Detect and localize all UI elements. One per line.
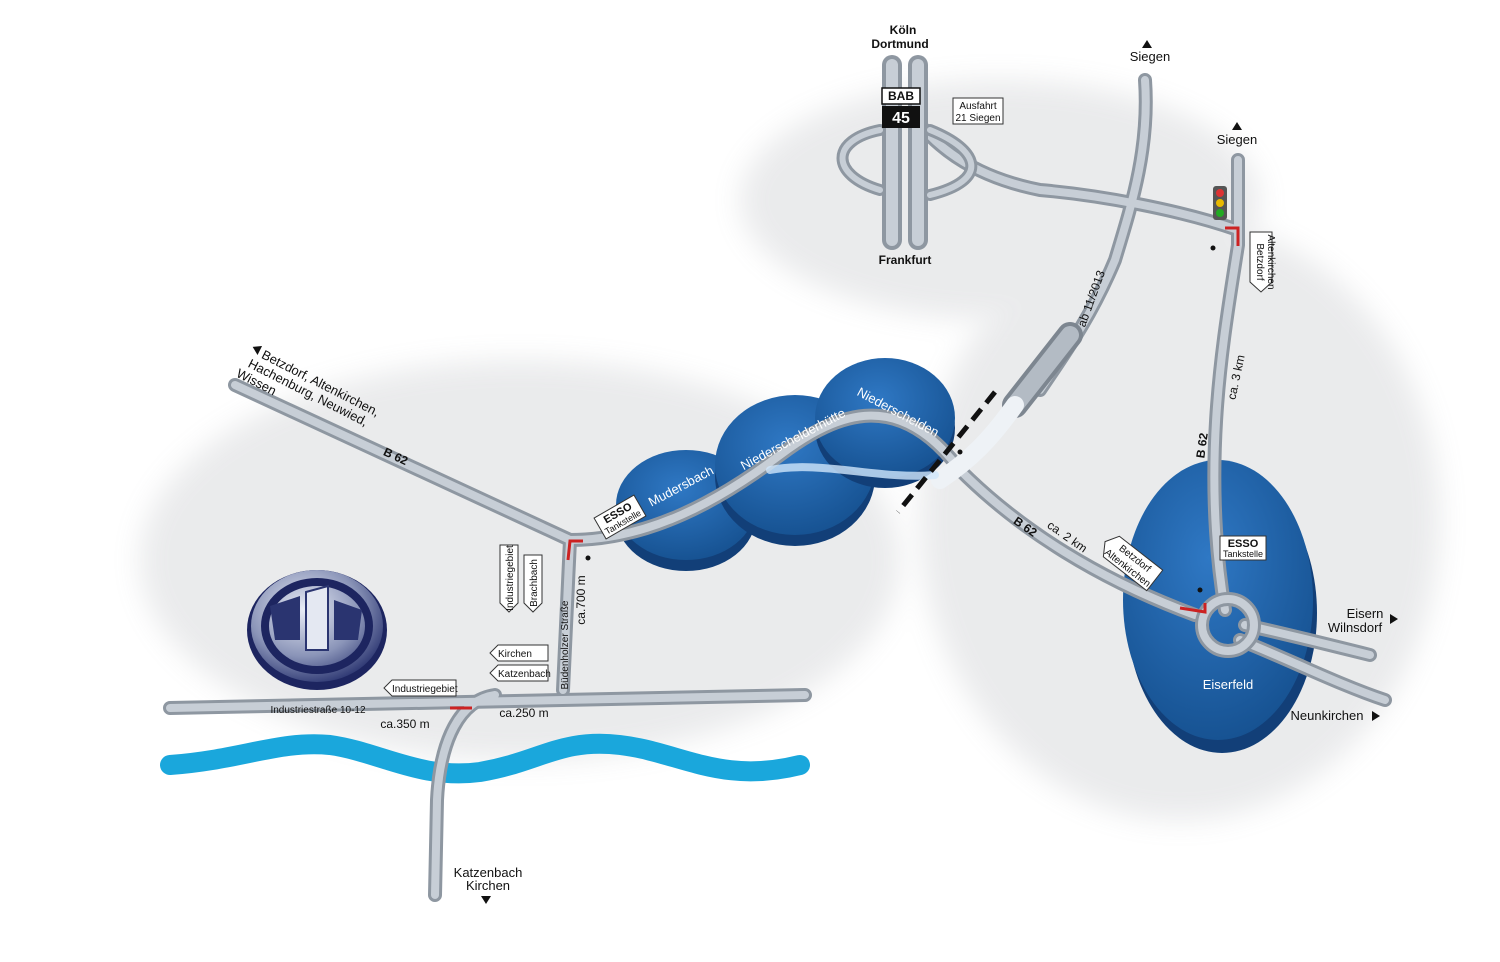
label-ca250m: ca.250 m (499, 706, 548, 720)
label-ca350m: ca.350 m (380, 717, 429, 731)
bab-45-sign: BAB 45 (881, 87, 921, 128)
neunkirchen-direction: Neunkirchen (1291, 708, 1380, 723)
traffic-light-icon (1213, 186, 1227, 220)
ausfahrt-sign: Ausfahrt 21 Siegen (952, 97, 1004, 125)
label-b62-right: B 62 (1193, 432, 1210, 459)
label-eisern: Eisern (1347, 606, 1384, 621)
label-katzenbach-bottom: Katzenbach (454, 865, 523, 880)
label-buedenholzer: Büdenholzer Straße (560, 600, 571, 689)
river (160, 733, 810, 784)
label-siegen-right: Siegen (1217, 132, 1257, 147)
siegen-top-direction: Siegen (1130, 40, 1170, 64)
sign-katzenbach: Katzenbach (489, 664, 551, 682)
label-siegen-top: Siegen (1130, 49, 1170, 64)
sign-brachbach-v: Brachbach (529, 559, 540, 607)
sign-katzenbach-text: Katzenbach (498, 669, 551, 680)
label-eiserfeld: Eiserfeld (1203, 677, 1254, 692)
sign-industriegebiet-vertical: Industriegebiet (499, 544, 519, 613)
bab-number: 45 (892, 110, 910, 127)
sign-betzdorf-right: Betzdorf Altenkirchen (1249, 231, 1276, 293)
siegen-right-direction: Siegen (1217, 122, 1257, 147)
sign-industriegebiet-horizontal: Industriegebiet (383, 679, 458, 697)
railway-crossing (896, 390, 997, 514)
route-arrows (450, 226, 1240, 710)
roundabout (1195, 592, 1261, 658)
arrow-left-icon (252, 346, 263, 355)
bab-label: BAB (888, 89, 914, 103)
label-industriestrasse: Industriestraße 10-12 (270, 705, 365, 716)
stream-highlight (766, 463, 939, 480)
sign-brachbach-vertical: Brachbach (523, 554, 543, 613)
arrow-down-icon (481, 896, 491, 904)
esso-right-1: ESSO (1228, 538, 1259, 550)
esso-sign-right: ESSO Tankstelle (1219, 535, 1267, 561)
ausfahrt-line2: 21 Siegen (955, 113, 1000, 124)
location-dots (585, 245, 1216, 593)
arrow-right-icon (1372, 711, 1380, 721)
arrow-right-icon (1390, 614, 1398, 624)
sign-betzdorf-right-1: Betzdorf (1254, 243, 1265, 280)
label-neunkirchen: Neunkirchen (1291, 708, 1364, 723)
label-kirchen-bottom: Kirchen (466, 878, 510, 893)
sign-industriegebiet-h: Industriegebiet (392, 684, 458, 695)
company-logo (247, 570, 387, 690)
katzenbach-direction: Katzenbach Kirchen (454, 865, 523, 904)
sign-kirchen-text: Kirchen (498, 649, 532, 660)
arrow-up-icon (1142, 40, 1152, 48)
label-ca700m: ca.700 m (574, 575, 588, 624)
arrow-up-icon (1232, 122, 1242, 130)
eisern-direction: Eisern Wilnsdorf (1328, 606, 1398, 635)
label-koeln: Köln (890, 23, 917, 37)
ausfahrt-line1: Ausfahrt (959, 101, 996, 112)
sign-betzdorf-right-2: Altenkirchen (1265, 234, 1276, 289)
label-frankfurt: Frankfurt (879, 253, 932, 267)
sign-industriegebiet-v: Industriegebiet (505, 545, 516, 611)
label-wilnsdorf: Wilnsdorf (1328, 620, 1383, 635)
label-dortmund: Dortmund (871, 37, 928, 51)
esso-right-2: Tankstelle (1223, 549, 1263, 559)
sign-kirchen: Kirchen (489, 644, 549, 662)
